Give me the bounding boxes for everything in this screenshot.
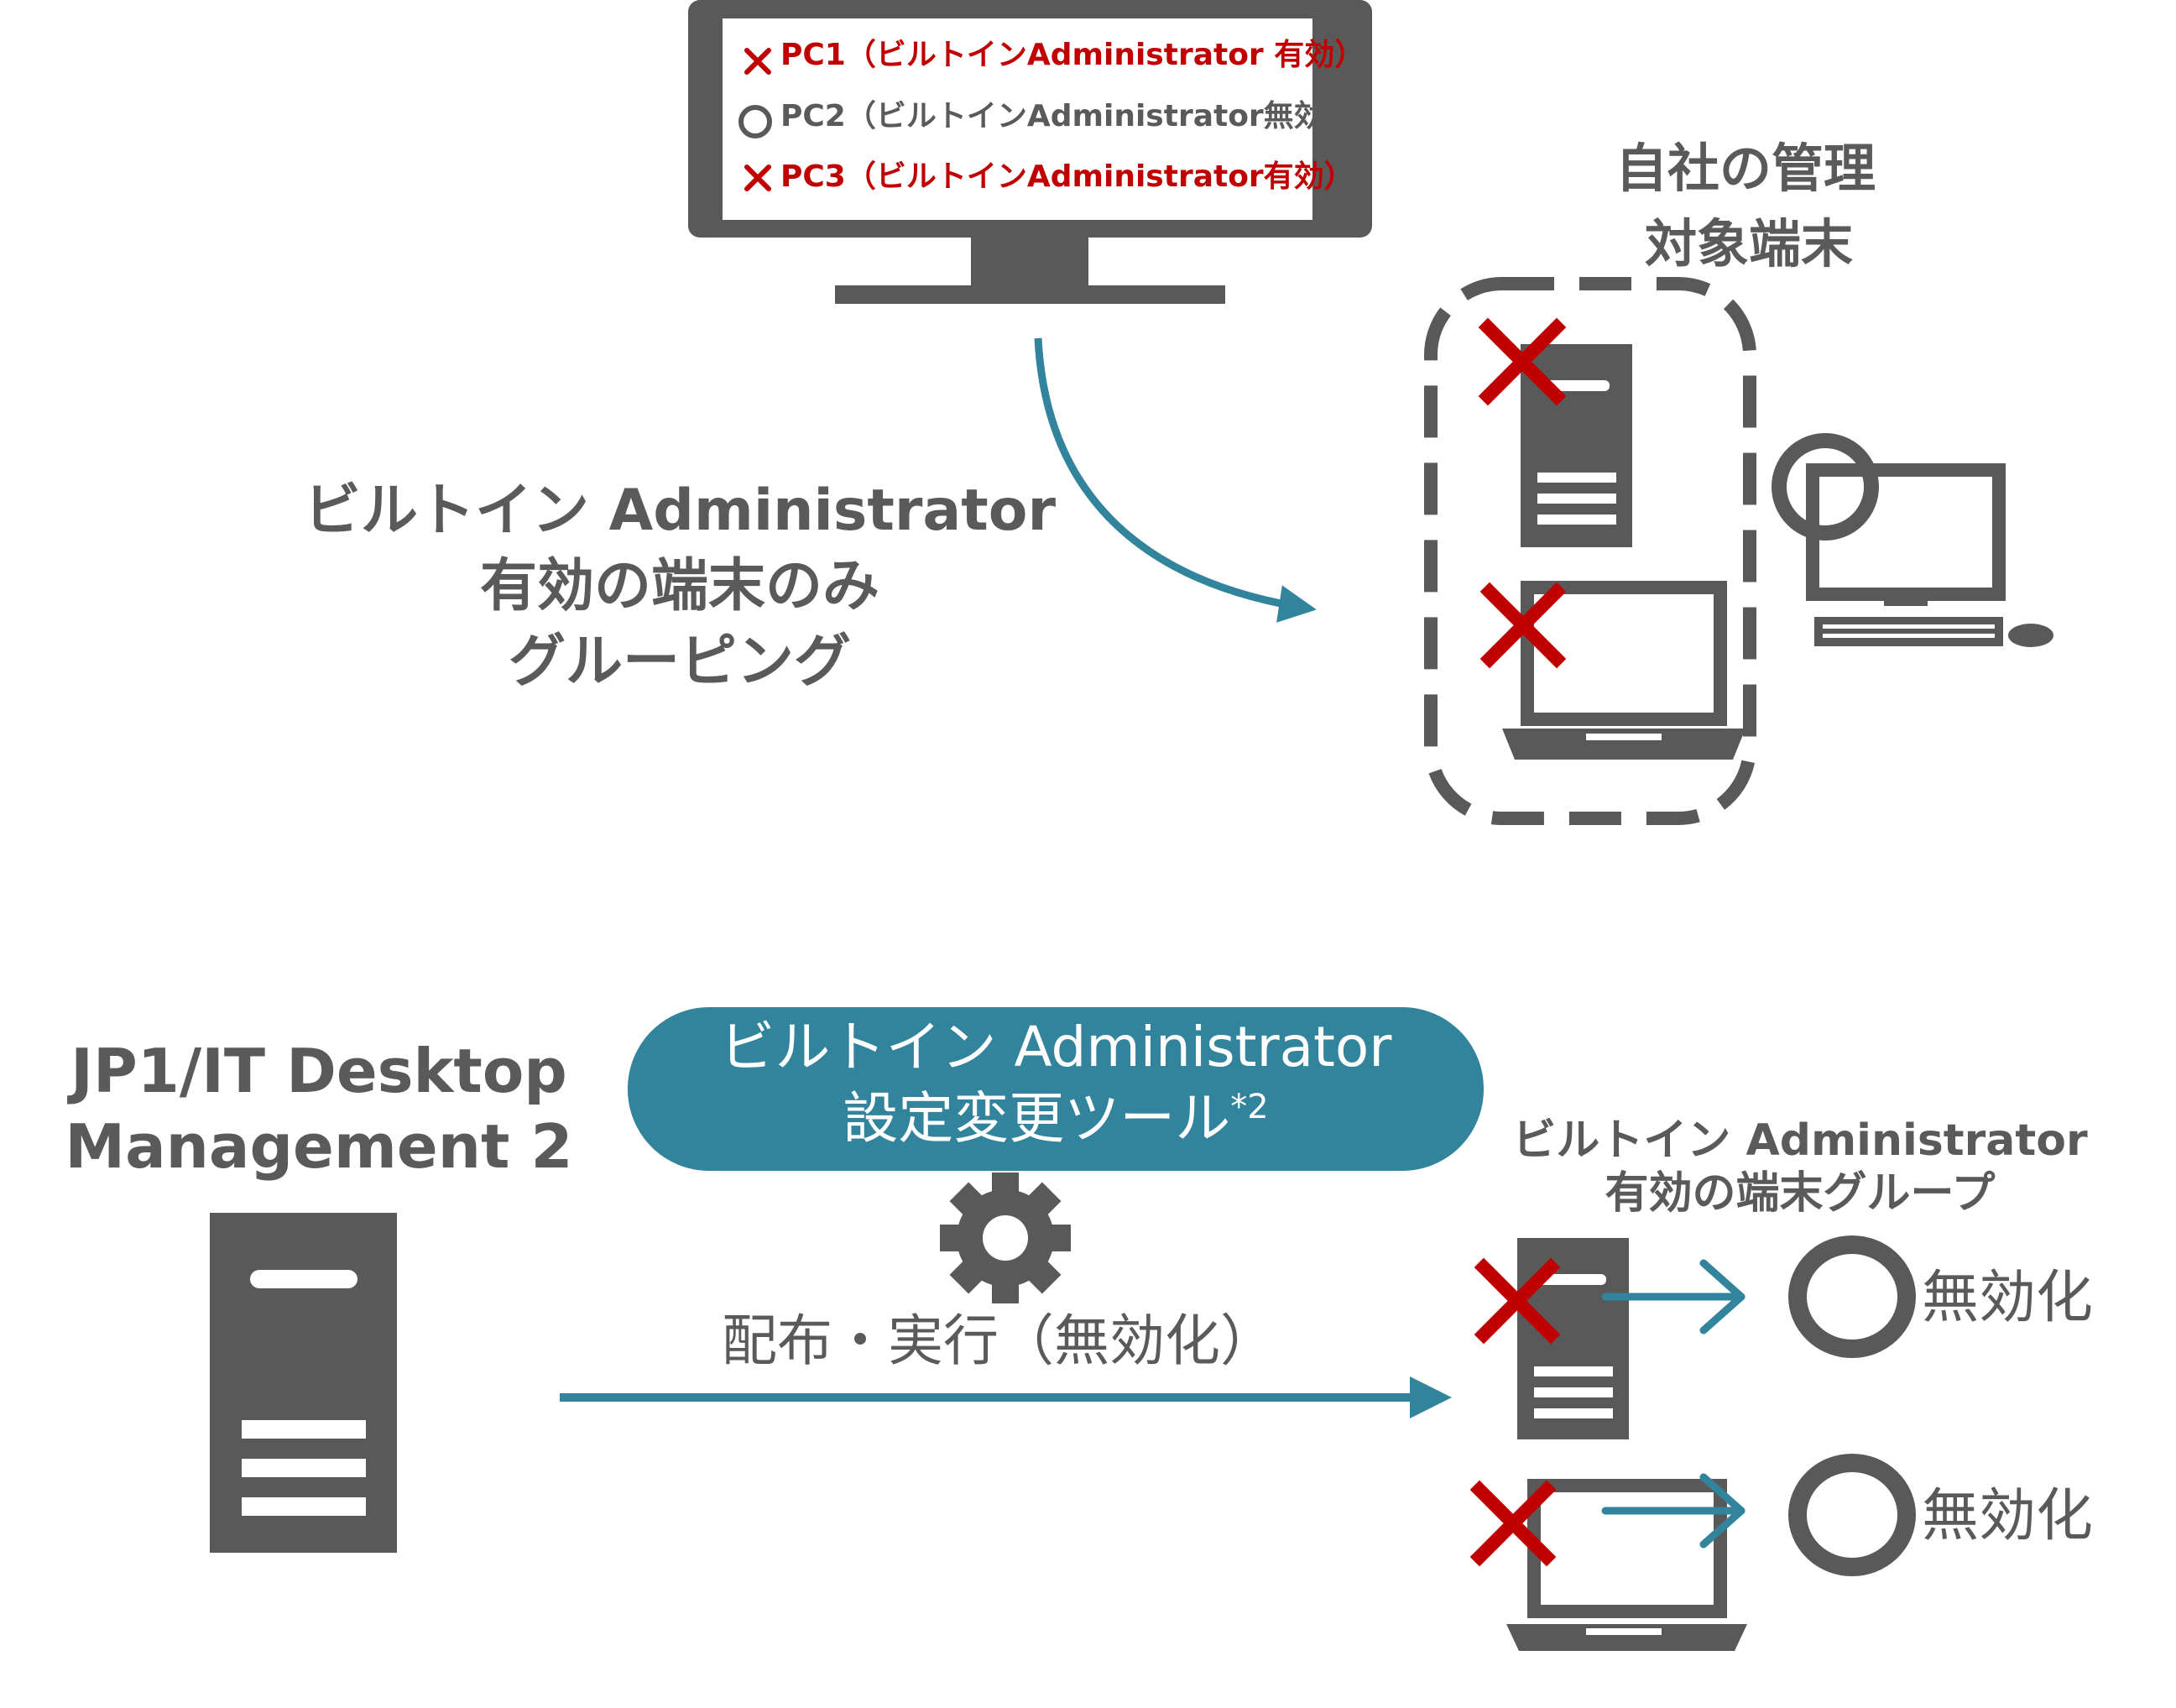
desktop-pc-icon [1806, 463, 2053, 647]
monitor-icon [688, 0, 1372, 304]
result-arrow [1601, 1473, 1745, 1549]
product-name-line1: JP1/IT Desktop [70, 1036, 567, 1106]
red-cross-icon [1469, 1480, 1557, 1567]
distribute-label: 配布・実行（無効化） [722, 1308, 1276, 1373]
tool-name-line2-wrap: 設定変更ツール*2 [628, 1087, 1484, 1151]
gear-icon [940, 1173, 1071, 1303]
red-cross-icon [744, 165, 771, 191]
product-name-line2: Management 2 [65, 1111, 573, 1182]
managed-label-line1: 自社の管理 [1615, 138, 1876, 199]
server-tower-icon [210, 1213, 397, 1553]
monitor-list-item: PC1（ビルトインAdministrator 有効） [780, 38, 1365, 72]
circle-ok-icon [1772, 433, 1879, 541]
tool-name-line1: ビルトイン Administrator [719, 1015, 1392, 1079]
red-cross-icon [1474, 1257, 1561, 1345]
laptop-icon [1502, 581, 1745, 760]
tool-pill [628, 1007, 1484, 1171]
result-arrow [1601, 1259, 1745, 1335]
result-label: 無効化 [1922, 1483, 2094, 1549]
circle-ok-icon [1788, 1454, 1916, 1576]
red-cross-icon [1478, 317, 1567, 406]
server-tower-icon [1521, 344, 1632, 547]
target-group-label-line1: ビルトイン Administrator [1512, 1115, 2088, 1166]
grouping-arrow [1034, 337, 1317, 623]
grouping-label-line1: ビルトイン Administrator [303, 478, 1057, 544]
monitor-list-item: PC2（ビルトインAdministrator無効） [780, 99, 1354, 133]
tool-footnote: *2 [1230, 1088, 1269, 1126]
red-cross-icon [1479, 582, 1567, 669]
red-cross-icon [744, 48, 771, 75]
circle-ok-icon [738, 105, 772, 138]
target-group-label-line2: 有効の端末グループ [1605, 1168, 1996, 1219]
circle-ok-icon [1788, 1235, 1916, 1358]
grouping-label-line3: グルーピング [508, 629, 851, 695]
monitor-list-item: PC3（ビルトインAdministrator有効） [780, 159, 1354, 194]
grouping-label-line2: 有効の端末のみ [479, 553, 879, 619]
managed-label-line2: 対象端末 [1645, 213, 1854, 274]
result-label: 無効化 [1922, 1265, 2094, 1331]
managed-group-dashed-border [1424, 277, 1756, 825]
tool-name-line2: 設定変更ツール [843, 1086, 1231, 1151]
server-tower-icon [1517, 1238, 1629, 1439]
